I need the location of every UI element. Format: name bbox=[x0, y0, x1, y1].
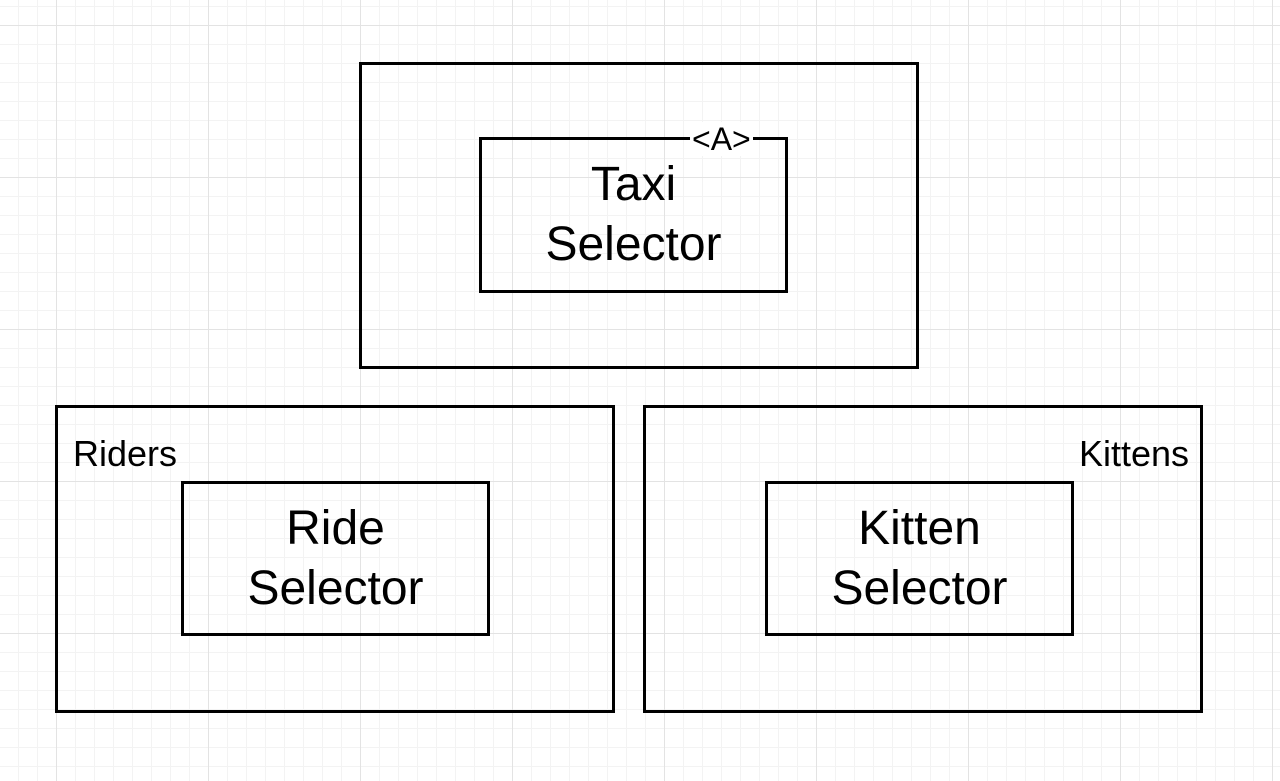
taxi-container bbox=[359, 62, 919, 369]
ride-selector-box[interactable]: Ride Selector bbox=[181, 481, 490, 636]
taxi-selector-box[interactable]: Taxi Selector bbox=[479, 137, 788, 293]
taxi-selector-label: Taxi Selector bbox=[545, 158, 722, 271]
riders-container bbox=[55, 405, 615, 713]
riders-label: Riders bbox=[73, 433, 178, 474]
kitten-selector-box[interactable]: Kitten Selector bbox=[765, 481, 1074, 636]
ride-selector-label: Ride Selector bbox=[247, 501, 424, 615]
taxi-selector-tag: <A> bbox=[690, 121, 753, 157]
kittens-container bbox=[643, 405, 1203, 713]
kitten-selector-label: Kitten Selector bbox=[831, 501, 1008, 615]
kittens-label: Kittens bbox=[1078, 433, 1189, 474]
